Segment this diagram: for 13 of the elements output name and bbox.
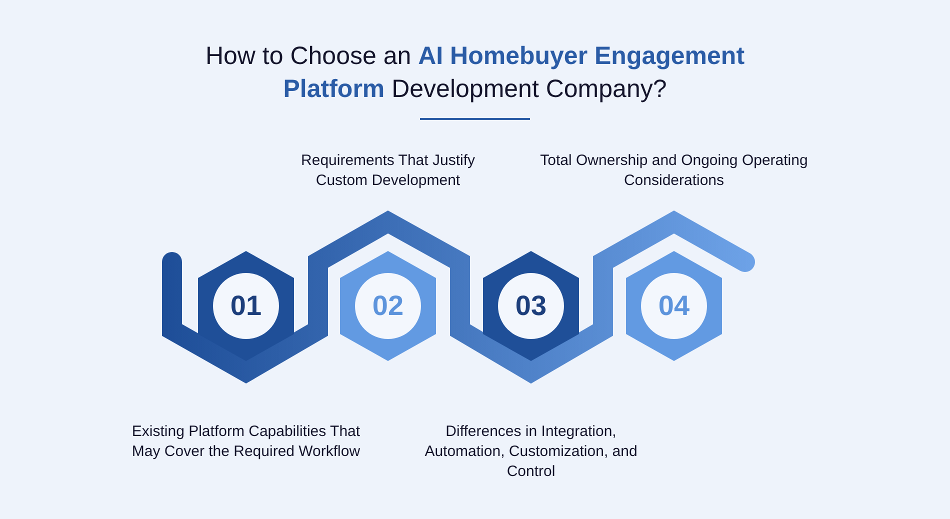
- step-number: 01: [230, 289, 262, 323]
- step-description: Existing Platform Capabilities That May Cover the Required Workflow: [131, 422, 361, 462]
- step-number: 02: [372, 289, 404, 323]
- title: How to Choose an AI Homebuyer Engagement Platform Development Company?: [204, 41, 746, 105]
- hexagon-step: [483, 251, 579, 361]
- step-description: Differences in Integration, Automation, Customization, and Control: [424, 422, 638, 482]
- step-description: Requirements That Justify Custom Development: [300, 151, 476, 191]
- hexagon-step: [198, 251, 294, 361]
- hexagon-step: [340, 251, 436, 361]
- hexagon-step: [626, 251, 722, 361]
- step-description: Total Ownership and Ongoing Operating Considerations: [539, 151, 809, 191]
- step-number: 04: [658, 289, 690, 323]
- step-number: 03: [515, 289, 547, 323]
